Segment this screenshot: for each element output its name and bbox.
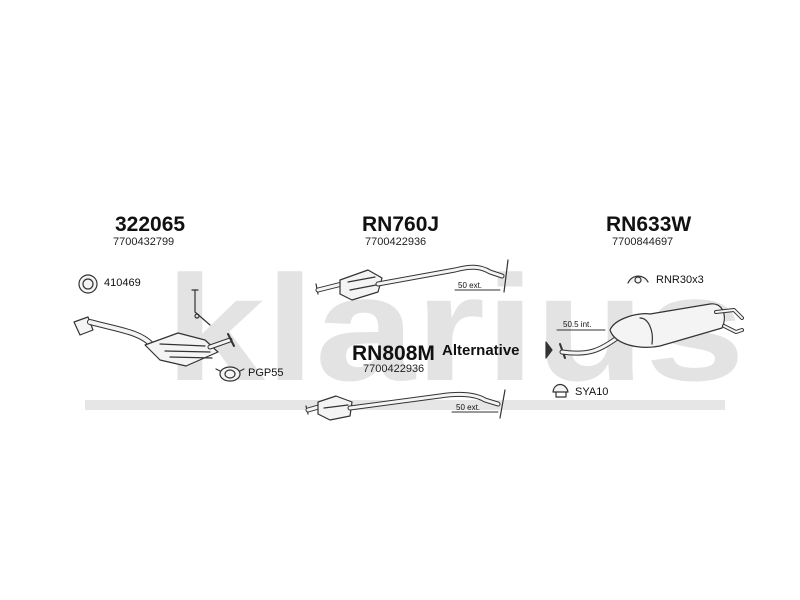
rubber-mount-icon[interactable] — [627, 275, 649, 284]
alternative-label: Alternative — [442, 342, 520, 359]
middle-ext-dimension: 50 ext. — [458, 281, 483, 290]
rear-clamp-label[interactable]: SYA10 — [575, 386, 609, 398]
rear-oem-number: 7700844697 — [612, 236, 674, 248]
clamp-icon[interactable] — [215, 366, 245, 382]
catalytic-converter-drawing[interactable] — [73, 289, 235, 367]
rear-clamp-icon[interactable] — [552, 383, 569, 398]
rear-silencer-drawing[interactable] — [556, 303, 744, 359]
alternative-oem-number: 7700422936 — [363, 363, 425, 375]
middle-silencer-drawing[interactable] — [315, 259, 509, 301]
watermark-underline — [85, 400, 725, 410]
gasket-label[interactable]: 410469 — [104, 277, 141, 289]
clamp-label[interactable]: PGP55 — [248, 367, 284, 379]
rear-part-code[interactable]: RN633W — [606, 213, 692, 236]
rubbers-label[interactable]: RNR30x3 — [656, 274, 704, 286]
rear-int-dimension: 50.5 int. — [563, 320, 592, 329]
alternative-silencer-drawing[interactable] — [305, 389, 506, 421]
middle-oem-number: 7700422936 — [365, 236, 427, 248]
middle-part-code[interactable]: RN760J — [362, 213, 440, 236]
catalyst-part-code[interactable]: 322065 — [115, 213, 186, 236]
alternative-part-code[interactable]: RN808M — [352, 342, 435, 365]
gasket-icon[interactable] — [78, 274, 98, 294]
arrow-icon — [545, 341, 553, 359]
catalyst-oem-number: 7700432799 — [113, 236, 175, 248]
alternative-ext-dimension: 50 ext. — [456, 403, 481, 412]
